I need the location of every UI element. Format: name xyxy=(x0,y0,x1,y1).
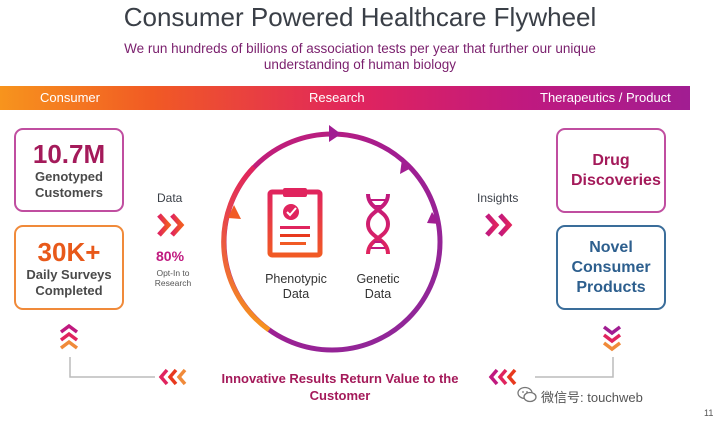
genotyped-customers-label: Genotyped Customers xyxy=(35,169,103,200)
bottom-message: Innovative Results Return Value to the C… xyxy=(221,371,459,403)
chevron-left-icon xyxy=(158,368,187,386)
band-label-consumer: Consumer xyxy=(40,90,100,105)
clipboard-icon xyxy=(267,188,323,258)
return-connector xyxy=(69,357,614,378)
drug-discoveries-card: Drug Discoveries xyxy=(556,128,666,213)
chevron-right-icon xyxy=(485,213,513,237)
watermark-text: 微信号: touchweb xyxy=(541,390,643,405)
page-subtitle: We run hundreds of billions of associati… xyxy=(124,41,596,72)
novel-consumer-products-label: Novel Consumer Products xyxy=(571,238,651,296)
daily-surveys-label: Daily Surveys Completed xyxy=(26,266,112,298)
chevron-left-icon xyxy=(488,368,517,386)
daily-surveys-value: 30K+ xyxy=(37,236,101,267)
dna-icon xyxy=(365,193,391,255)
insights-label: Insights xyxy=(477,191,519,205)
data-label: Data xyxy=(157,191,183,205)
phenotypic-data-label: Phenotypic Data xyxy=(265,272,327,301)
band-label-research: Research xyxy=(309,90,365,105)
page-number: 11 xyxy=(704,408,714,418)
chevron-right-icon xyxy=(157,213,185,237)
novel-consumer-products-card: Novel Consumer Products xyxy=(556,225,666,310)
opt-in-percent: 80% xyxy=(156,248,185,264)
genetic-data-label: Genetic Data xyxy=(356,272,400,301)
drug-discoveries-label: Drug Discoveries xyxy=(571,151,661,189)
genotyped-customers-card: 10.7M Genotyped Customers xyxy=(14,128,124,212)
wechat-icon xyxy=(517,386,537,403)
genotyped-customers-value: 10.7M xyxy=(32,139,106,169)
chevron-up-icon xyxy=(59,323,79,350)
chevron-down-icon xyxy=(602,325,622,352)
flywheel-circle xyxy=(221,125,443,353)
stage-band xyxy=(0,86,690,110)
band-label-therapeutics: Therapeutics / Product xyxy=(540,90,671,105)
opt-in-note: Opt-In to Research xyxy=(154,268,192,288)
daily-surveys-card: 30K+ Daily Surveys Completed xyxy=(14,225,124,310)
page-title: Consumer Powered Healthcare Flywheel xyxy=(123,2,597,32)
